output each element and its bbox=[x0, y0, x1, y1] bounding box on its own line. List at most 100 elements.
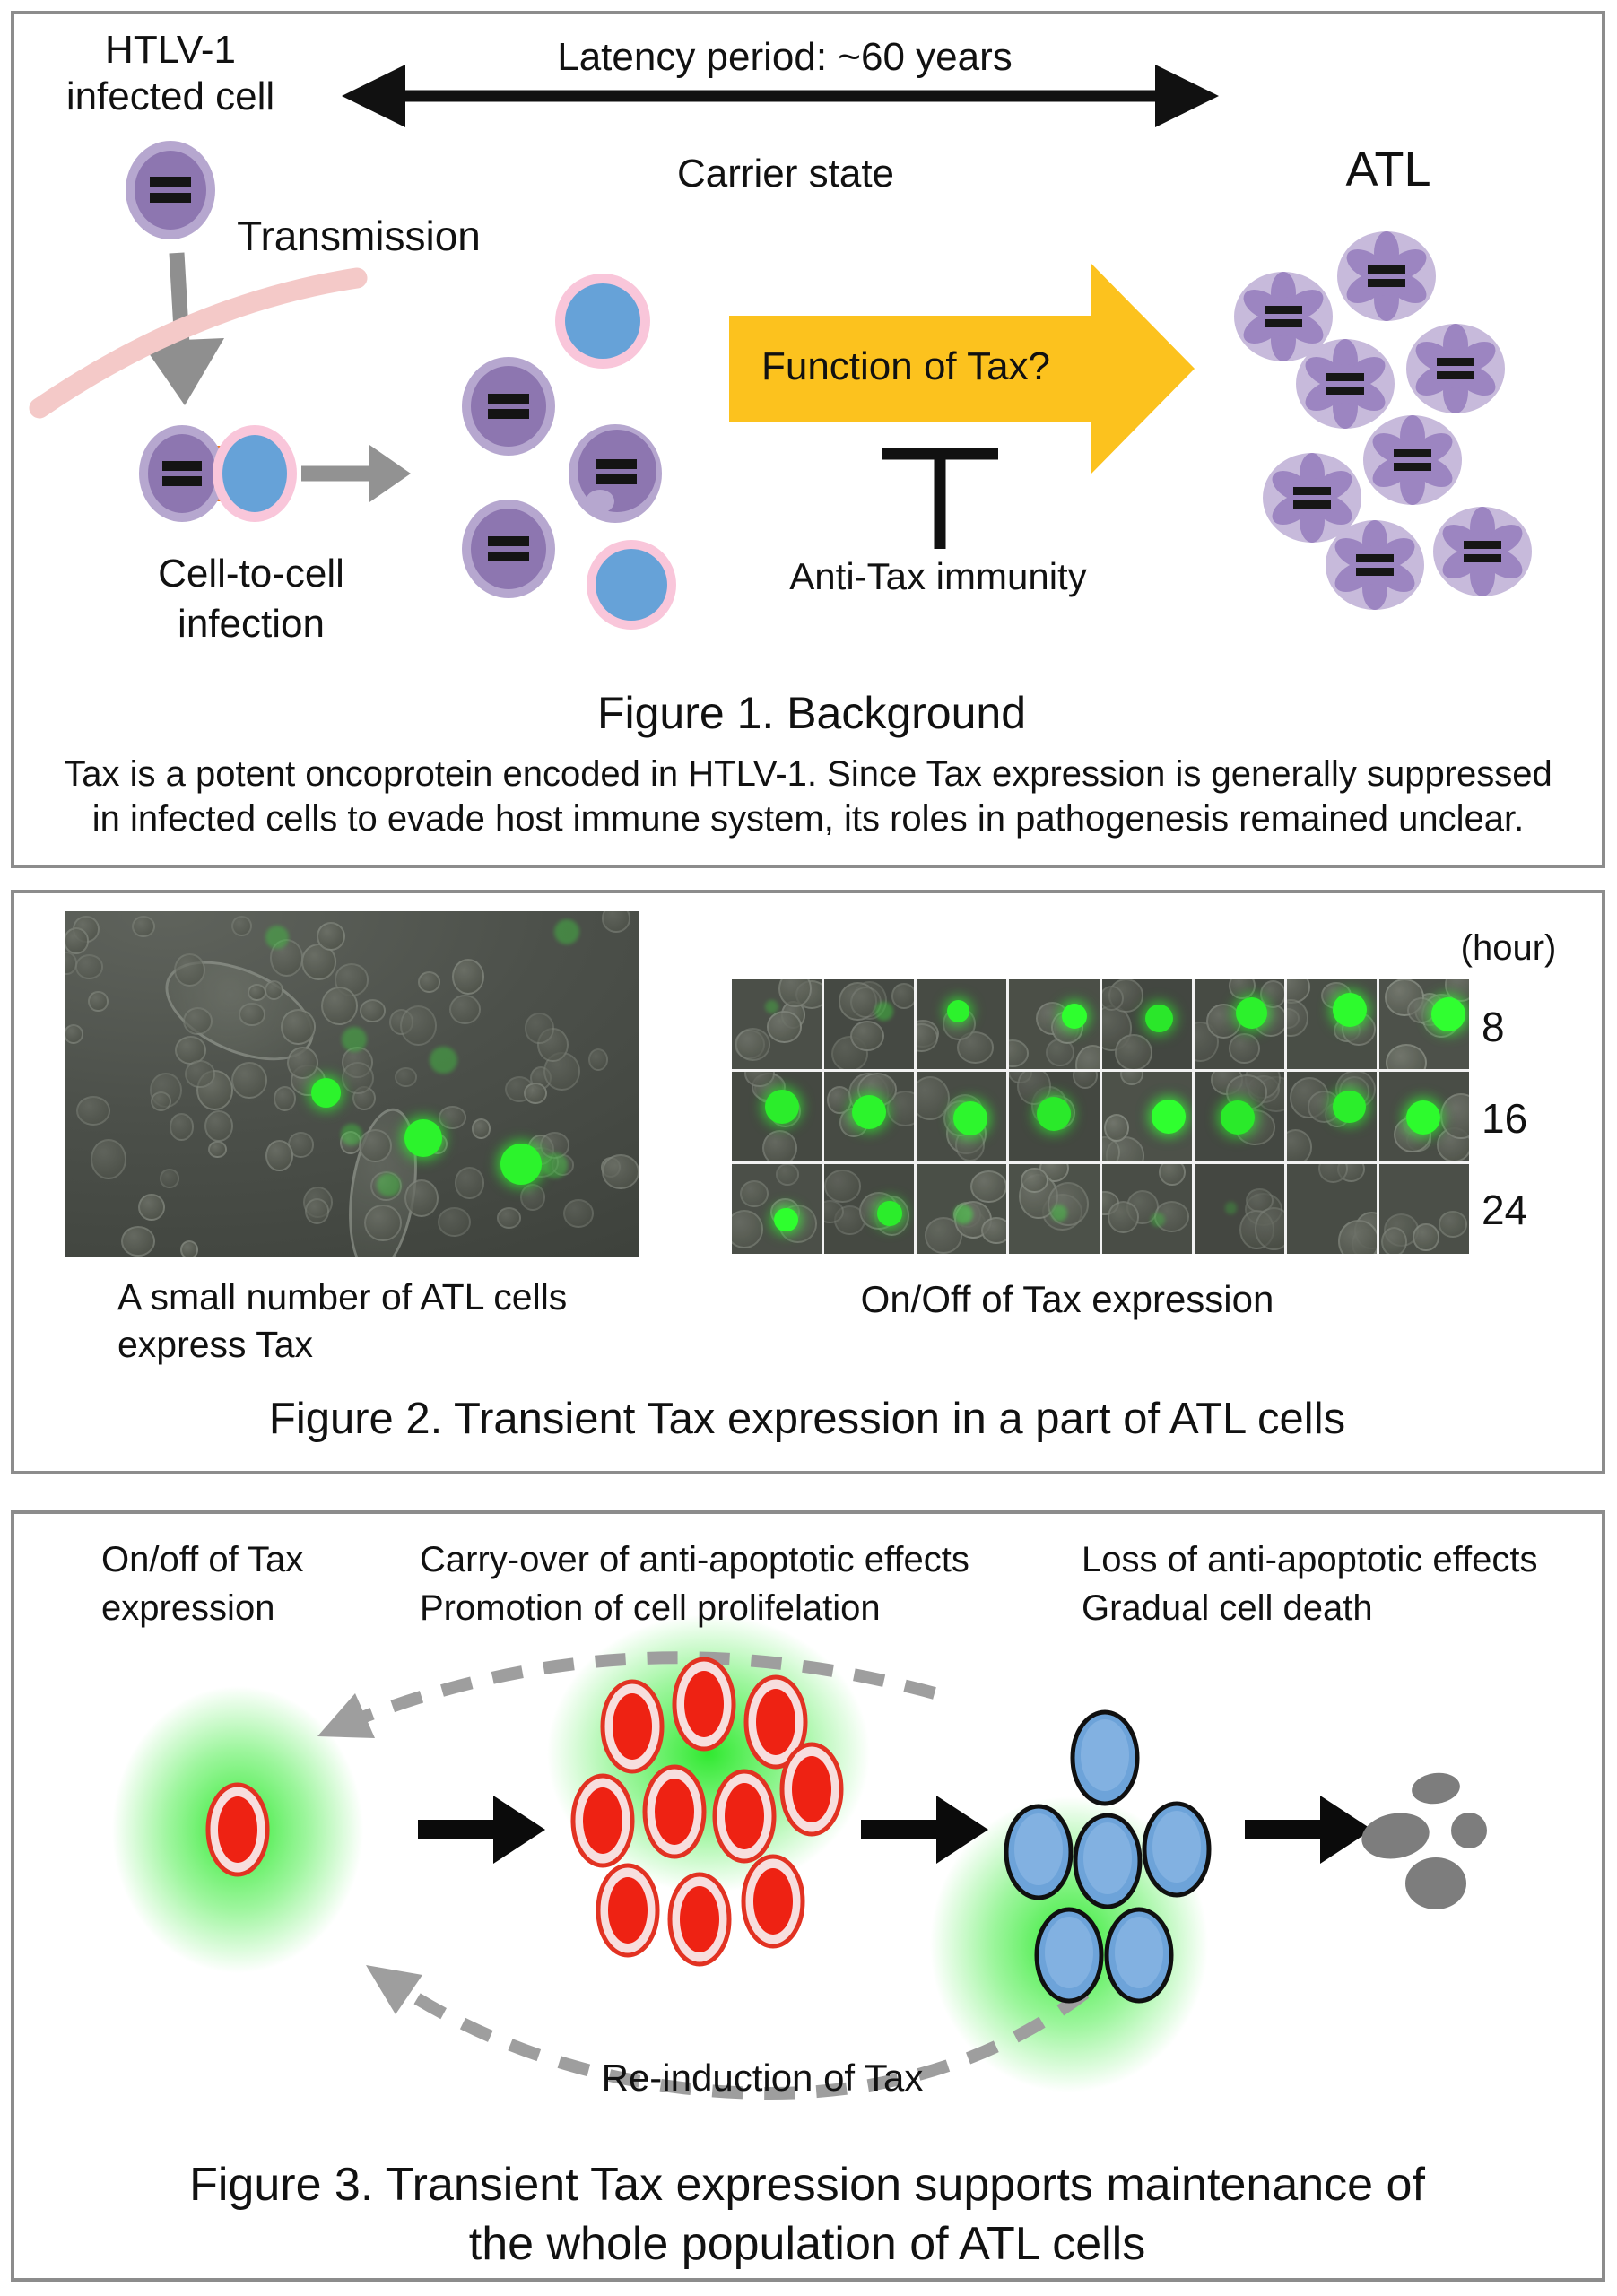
loss-label-line1: Loss of anti-apoptotic effects bbox=[1082, 1540, 1538, 1579]
cell-blob bbox=[359, 1128, 392, 1162]
cell-blob bbox=[185, 1059, 215, 1089]
cell-blob bbox=[1159, 1164, 1186, 1186]
cell-blob bbox=[90, 1138, 126, 1179]
cell-blob bbox=[88, 990, 109, 1013]
row-label-8: 8 bbox=[1482, 1004, 1505, 1050]
timelapse-frame bbox=[1101, 979, 1192, 1069]
cell-blob bbox=[519, 1184, 545, 1212]
timelapse-strip-image bbox=[732, 979, 1469, 1254]
cell-blob bbox=[231, 1062, 268, 1100]
cell-blob bbox=[524, 1013, 554, 1044]
cell-blob bbox=[1229, 1033, 1261, 1064]
tax-signal-blob bbox=[1151, 1212, 1166, 1227]
cell-blob bbox=[342, 1061, 374, 1095]
timelapse-frame bbox=[732, 1072, 822, 1161]
timelapse-frame bbox=[824, 1164, 915, 1254]
cell-blob bbox=[316, 921, 345, 951]
tax-signal-blob bbox=[1405, 1100, 1440, 1135]
cell-blob bbox=[400, 1004, 437, 1046]
timelapse-frame bbox=[917, 1072, 1007, 1161]
tax-signal-blob bbox=[1050, 1205, 1068, 1222]
timelapse-caption: On/Off of Tax expression bbox=[860, 1278, 1274, 1320]
cell-blob bbox=[1338, 1220, 1377, 1254]
micrograph-caption-line2: express Tax bbox=[117, 1324, 314, 1366]
cell-blob bbox=[523, 1082, 547, 1104]
cell-blob bbox=[496, 1207, 521, 1229]
infected-cell-label-line1: HTLV-1 bbox=[105, 28, 236, 72]
tax-signal-blob bbox=[1144, 1004, 1174, 1033]
carryover-label-line1: Carry-over of anti-apoptotic effects bbox=[420, 1540, 969, 1579]
timelapse-frame bbox=[1286, 1072, 1377, 1161]
tax-signal-blob bbox=[877, 1200, 902, 1226]
onoff-label-line2: expression bbox=[101, 1588, 275, 1629]
cell-blob bbox=[359, 998, 387, 1022]
cell-blob bbox=[740, 1180, 769, 1207]
cell-blob bbox=[824, 1170, 861, 1203]
cell-blob bbox=[1254, 1207, 1284, 1251]
micrograph-caption: A small number of ATL cells express Tax bbox=[117, 1274, 656, 1370]
cell-blob bbox=[767, 1010, 803, 1043]
tax-signal-blob bbox=[1431, 996, 1466, 1031]
cell-blob bbox=[76, 1095, 111, 1126]
tax-signal-blob bbox=[1036, 1096, 1071, 1131]
atl-label: ATL bbox=[1345, 143, 1431, 196]
cell-blob bbox=[472, 1118, 491, 1139]
tax-signal-blob bbox=[765, 1000, 779, 1014]
cell-blob bbox=[1115, 1033, 1152, 1069]
cell-blob bbox=[970, 1170, 1007, 1203]
timelapse-frame bbox=[1194, 1072, 1284, 1161]
cell-blob bbox=[602, 911, 631, 933]
timelapse-frame bbox=[1009, 979, 1100, 1069]
cell-blob bbox=[602, 1153, 639, 1189]
tax-positive-cell-blob bbox=[404, 1118, 442, 1157]
cell-blob bbox=[321, 986, 359, 1025]
cell-blob bbox=[1072, 1072, 1099, 1090]
infected-cell-label: HTLV-1 infected cell bbox=[36, 27, 305, 120]
cell-blob bbox=[980, 1216, 1007, 1244]
cell-blob bbox=[418, 970, 441, 993]
tax-signal-blob bbox=[1220, 1100, 1255, 1135]
cell-blob bbox=[169, 1113, 195, 1141]
cell-blob bbox=[1020, 1167, 1048, 1194]
timelapse-frame bbox=[1009, 1164, 1100, 1254]
tax-signal-blob bbox=[765, 1089, 800, 1124]
cell-blob bbox=[1386, 1043, 1428, 1069]
tax-signal-blob bbox=[852, 1095, 887, 1130]
cell-blob bbox=[539, 1131, 570, 1160]
cell-blob bbox=[1439, 1092, 1469, 1140]
cell-blob bbox=[363, 1205, 402, 1242]
tax-positive-cell-blob bbox=[310, 1078, 341, 1109]
cell-blob bbox=[1009, 1039, 1029, 1067]
timelapse-frame bbox=[1378, 1072, 1469, 1161]
cell-blob bbox=[452, 958, 485, 995]
figure2-caption: Figure 2. Transient Tax expression in a … bbox=[268, 1395, 1346, 1443]
faint-tax-cell-blob bbox=[430, 1046, 457, 1074]
tax-signal-blob bbox=[1332, 1090, 1366, 1124]
faint-tax-cell-blob bbox=[377, 1172, 401, 1197]
cell-blob bbox=[160, 1169, 179, 1188]
cell-blob bbox=[1286, 1129, 1313, 1161]
figure1-body-line1: Tax is a potent oncoprotein encoded in H… bbox=[64, 754, 1552, 794]
cell-blob bbox=[849, 1020, 885, 1052]
timelapse-frame bbox=[1009, 1072, 1100, 1161]
tax-signal-blob bbox=[874, 1001, 893, 1021]
cell-blob bbox=[274, 1086, 296, 1112]
micrograph-caption-line1: A small number of ATL cells bbox=[117, 1276, 568, 1318]
tax-signal-blob bbox=[1235, 996, 1268, 1030]
timelapse-frame bbox=[1378, 1164, 1469, 1254]
transmission-label: Transmission bbox=[237, 213, 481, 259]
carryover-label-line2: Promotion of cell prolifelation bbox=[420, 1588, 881, 1629]
cell-blob bbox=[231, 915, 253, 936]
tax-signal-blob bbox=[952, 1204, 974, 1225]
figure3-caption-line2: the whole population of ATL cells bbox=[468, 2218, 1146, 2270]
row-label-24: 24 bbox=[1482, 1187, 1528, 1233]
cell-blob bbox=[827, 1086, 852, 1114]
figure1-body-line2: in infected cells to evade host immune s… bbox=[91, 799, 1525, 839]
cell-blob bbox=[264, 979, 284, 1001]
cell-blob bbox=[131, 916, 155, 938]
cell-blob bbox=[269, 939, 304, 977]
cell-blob bbox=[65, 1023, 84, 1045]
timelapse-frame bbox=[1101, 1072, 1192, 1161]
cell-to-cell-label-line1: Cell-to-cell bbox=[158, 552, 344, 596]
